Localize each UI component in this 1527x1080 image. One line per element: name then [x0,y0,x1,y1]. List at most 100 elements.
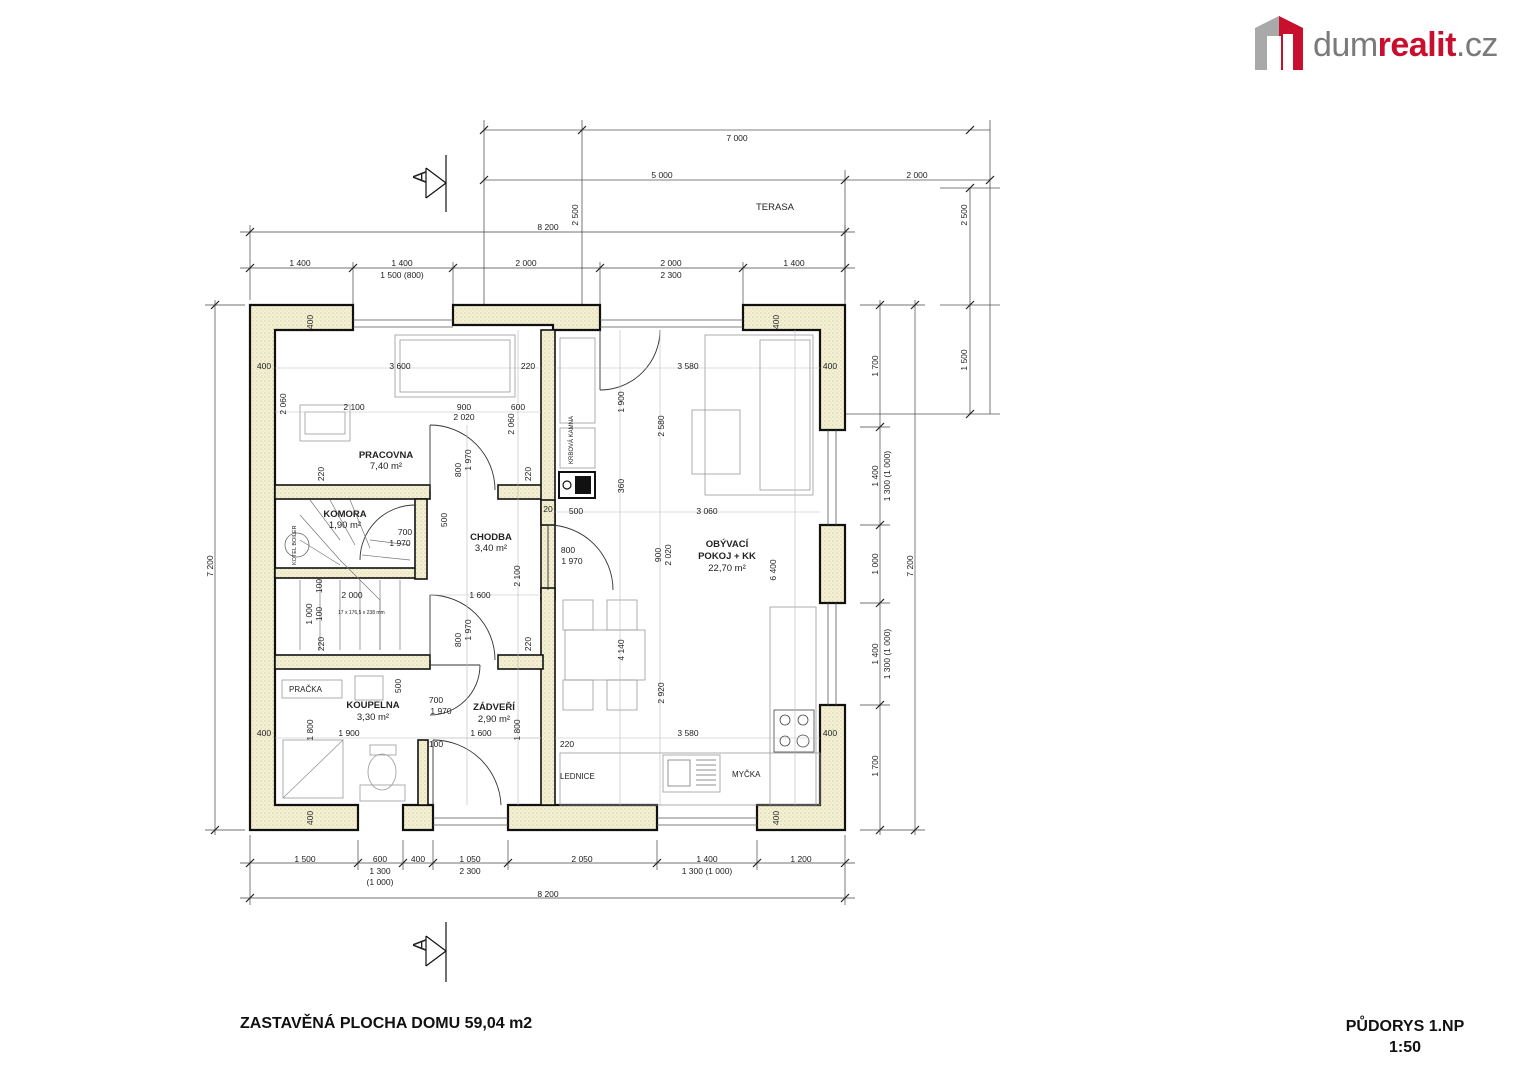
room-name-koupelna: KOUPELNA [346,700,399,711]
dim-1400-r2: 1 400 [870,643,880,665]
dim-1600-b: 1 600 [470,728,492,738]
room-name-chodba: CHODBA [470,532,512,543]
dim-2100-a: 2 100 [343,402,365,412]
stove-label: KRBOVÁ KAMNA [568,416,575,464]
dishwasher-label: MYČKA [732,770,761,779]
dim-220-b: 220 [316,467,326,481]
dim-1300-1000-b: 1 300 (1 000) [882,629,892,680]
drawing-scale: 1:50 [1388,1039,1422,1056]
room-name-pracovna: PRACOVNA [359,450,414,461]
dim-3580-a: 3 580 [677,361,699,371]
drawing-title: PŮDORYS 1.NP [1345,1018,1465,1035]
dim-400-2: 400 [257,361,271,371]
dim-2300-a: 2 300 [660,270,682,280]
window-frames [353,319,837,826]
dim-100-a: 100 [314,579,324,593]
dim-1400-bottom: 1 400 [696,854,718,864]
dim-400-5: 400 [257,728,271,738]
dim-220-c: 220 [523,467,533,481]
dim-2300-b: 2 300 [459,866,481,876]
dim-1000-right: 1 000 [870,553,880,575]
dim-1400-a: 1 400 [289,258,311,268]
dim-220-e: 220 [523,637,533,651]
house-logo-icon [1255,16,1303,70]
dim-2020-a: 2 020 [453,412,475,422]
dim-360: 360 [616,479,626,493]
dim-20: 20 [543,504,553,514]
dim-2500-a: 2 500 [570,204,580,226]
dim-1400-c: 1 400 [783,258,805,268]
dim-1050: 1 050 [459,854,481,864]
logo-wordmark: dumrealit.cz [1313,26,1498,64]
dim-1970-d: 1 970 [463,619,473,641]
interior-walls [274,329,556,806]
kitchen-sink-icon [667,759,716,787]
terrace-label: TERASA [756,202,795,213]
dim-1400-r1: 1 400 [870,465,880,487]
room-name-zadveri: ZÁDVEŘÍ [473,701,515,713]
dim-3600: 3 600 [389,361,411,371]
room-area-koupelna: 3,30 m² [357,712,389,723]
dim-900-b: 900 [653,548,663,562]
dim-1970-e: 1 970 [430,706,452,716]
room-area-komora: 1,90 m² [329,520,361,531]
dim-100-c: 100 [429,739,443,749]
dim-400-3: 400 [771,315,781,329]
boiler-icon [284,532,310,558]
dim-2000-c: 2 000 [660,258,682,268]
dim-1300-1000-a: 1 300 (1 000) [882,451,892,502]
dim-1970-c: 1 970 [561,556,583,566]
door-swings [359,329,661,806]
dim-400-4: 400 [823,361,837,371]
dim-5000: 5 000 [651,170,673,180]
dim-500-a: 500 [569,506,583,516]
dim-800-a: 800 [453,463,463,477]
outer-walls [248,303,847,832]
dimension-lines [205,225,925,905]
room-name-pokoj-kk: POKOJ + KK [698,551,756,562]
dim-220-d: 220 [316,637,326,651]
room-area-chodba: 3,40 m² [475,543,507,554]
dim-1700-a: 1 700 [870,355,880,377]
dim-8200-bottom: 8 200 [537,889,559,899]
dim-7000: 7 000 [726,133,748,143]
dim-1970-a: 1 970 [463,449,473,471]
room-area-zadveri: 2,90 m² [478,714,510,725]
dim-1900: 1 900 [616,391,626,413]
section-marker-bottom [425,922,447,982]
dim-7200-left: 7 200 [205,555,215,577]
built-area-note: ZASTAVĚNÁ PLOCHA DOMU 59,04 m2 [240,1015,533,1032]
dim-1300-bottom: 1 300 [369,866,391,876]
stairs-label: 17 x 176,5 x 238 mm [338,610,385,616]
dim-2000-stairs: 2 000 [341,590,363,600]
dim-700-a: 700 [398,527,412,537]
room-name-komora: KOMORA [323,509,366,520]
dimension-ticks [210,125,995,903]
dim-400-1: 400 [305,315,315,329]
section-label-top: A [410,171,430,183]
dim-1600-a: 1 600 [469,590,491,600]
dim-1400-b: 1 400 [391,258,413,268]
dim-2100-b: 2 100 [512,565,522,587]
dim-2000-b: 2 000 [515,258,537,268]
stove-icon [558,471,596,499]
section-label-bottom: A [410,939,430,951]
dim-2050: 2 050 [571,854,593,864]
washing-machine-label: PRAČKA [289,685,323,694]
room-area-pracovna: 7,40 m² [370,461,402,472]
dim-3060: 3 060 [696,506,718,516]
dim-1000-paren: (1 000) [367,877,394,887]
dim-1200: 1 200 [790,854,812,864]
dim-700-b: 700 [429,695,443,705]
dim-1970-b: 1 970 [389,538,411,548]
dim-2020-b: 2 020 [663,544,673,566]
dim-2060-b: 2 060 [506,413,516,435]
dim-8200-top: 8 200 [537,222,559,232]
dim-2920: 2 920 [656,682,666,704]
dumrealit-logo: dumrealit.cz [1255,14,1515,74]
dim-220-f: 220 [560,739,574,749]
dim-900-a: 900 [457,402,471,412]
dim-4140: 4 140 [616,639,626,661]
dim-1500-bottom: 1 500 [294,854,316,864]
